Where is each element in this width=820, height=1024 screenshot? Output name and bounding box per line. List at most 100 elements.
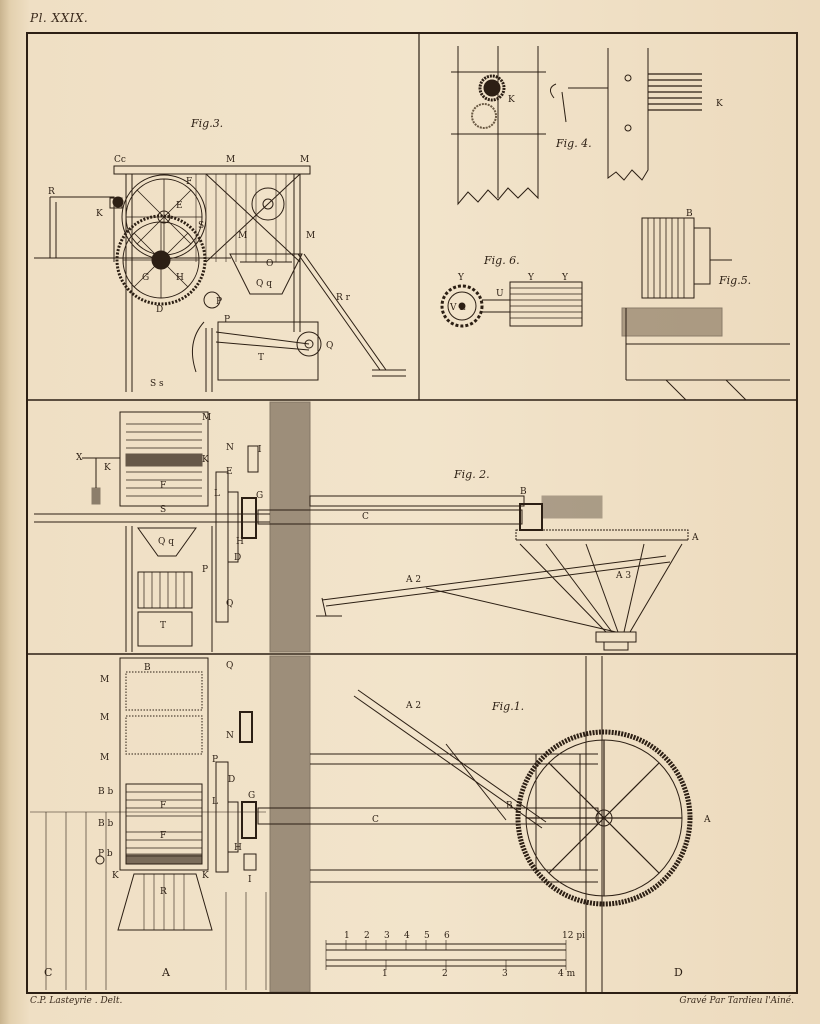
label-K-fig4b: K (716, 99, 723, 109)
label-R: R (48, 187, 55, 197)
label-G-fig2: G (256, 491, 263, 501)
label-Bb-fig1b: B b (98, 819, 113, 829)
scale-pied-6: 6 (444, 931, 450, 941)
label-X: X (76, 453, 83, 463)
label-M3: M (238, 231, 247, 241)
label-A3-fig2: A 3 (615, 571, 631, 581)
scale-pied-1: 1 (344, 931, 350, 941)
label-K-fig1a: K (112, 871, 119, 881)
label-Q-fig1: Q (226, 661, 233, 671)
label-R-fig1: R (160, 887, 167, 897)
label-Y2: Y (527, 273, 535, 283)
label-B-fig1: B (144, 663, 151, 673)
figure-1-labels: Fig.1. B Q M M M N P D L G H I B b B b P… (44, 661, 711, 979)
label-A2-fig1: A 2 (405, 701, 421, 711)
label-Ss: S s (150, 379, 164, 389)
label-E-fig2: E (226, 467, 233, 477)
scale-metre-3: 3 (502, 969, 508, 979)
label-D: D (156, 305, 163, 315)
scale-metre-1: 1 (382, 969, 388, 979)
label-S: S (198, 221, 204, 231)
label-E: E (176, 201, 183, 211)
scale-pied-5: 5 (424, 931, 430, 941)
label-F-fig1a: F (160, 801, 166, 811)
fig5-title: Fig.5. (718, 274, 751, 287)
label-L-fig1: L (212, 797, 218, 807)
figure-4 (451, 46, 702, 206)
engraving: Fig.3. Cc M M F R K E S G H D M M O Q q … (26, 32, 798, 993)
label-I-fig2: I (258, 445, 262, 455)
label-M-fig2: M (202, 413, 211, 423)
label-M2: M (300, 155, 309, 165)
figure-3 (34, 165, 406, 392)
label-I-fig1: I (248, 875, 252, 885)
figure-5 (621, 217, 790, 401)
scale-pied-unit: 12 pi (562, 931, 585, 941)
plate-number: Pl. XXIX. (30, 11, 89, 25)
label-K-fig1b: K (202, 871, 209, 881)
label-P1: P (216, 297, 222, 307)
label-D-corner: D (674, 966, 683, 979)
figure-4-labels: Fig. 4. K K (508, 95, 723, 150)
label-H-fig2: H (236, 537, 244, 547)
label-U: U (496, 289, 504, 299)
credit-draftsman: C.P. Lasteyrie . Delt. (30, 996, 123, 1006)
label-H: H (176, 273, 184, 283)
label-T-fig2: T (160, 621, 166, 631)
label-K-fig4a: K (508, 95, 515, 105)
figure-2 (34, 401, 689, 653)
label-M4: M (306, 231, 315, 241)
fig1-title: Fig.1. (491, 700, 524, 713)
label-K-fig2a: K (104, 463, 111, 473)
label-Bb-fig1a: B b (98, 787, 113, 797)
label-A-fig2: A (691, 533, 699, 543)
label-N-fig2: N (226, 443, 234, 453)
label-A-fig1: A (703, 815, 711, 825)
fig2-title: Fig. 2. (453, 468, 490, 481)
plate-frame (26, 32, 798, 994)
label-C-corner: C (44, 966, 52, 979)
figure-2-labels: Fig. 2. M X K K N I E F L G S H D Q q P … (76, 413, 699, 631)
label-C-fig1: C (372, 815, 379, 825)
figures-5-6-labels: Fig.5. B Fig. 6. Y Y Y U V L (449, 209, 751, 313)
scale-pied-2: 2 (364, 931, 370, 941)
label-Q-fig2: Q (226, 599, 233, 609)
fig6-title: Fig. 6. (483, 254, 520, 267)
label-K-fig2b: K (202, 455, 209, 465)
label-M-fig1b: M (100, 713, 109, 723)
label-H-fig1: H (234, 843, 242, 853)
label-T: T (258, 353, 264, 363)
label-M-fig1c: M (100, 753, 109, 763)
label-G-fig1: G (248, 791, 255, 801)
label-D-fig1: D (228, 775, 235, 785)
label-Rr: R r (336, 293, 351, 303)
label-B-fig5: B (686, 209, 693, 219)
label-M-fig1a: M (100, 675, 109, 685)
label-A-corner: A (161, 966, 171, 979)
label-M1: M (226, 155, 235, 165)
label-Qq: Q q (256, 279, 272, 289)
label-D-fig2: D (234, 553, 241, 563)
label-F: F (186, 177, 192, 187)
label-Qq-fig2: Q q (158, 537, 174, 547)
fig3-title: Fig.3. (190, 117, 223, 130)
scale-labels: 1 2 3 4 5 6 12 pi 1 2 3 4 m (344, 931, 585, 979)
label-P2: P (224, 315, 230, 325)
label-S-fig2: S (160, 505, 166, 515)
figure-1 (30, 655, 693, 993)
label-A2-fig2: A 2 (405, 575, 421, 585)
figure-6 (440, 281, 583, 328)
label-K: K (96, 209, 103, 219)
label-F-fig1b: F (160, 831, 166, 841)
label-VL: V L (449, 303, 465, 313)
scale-pied-3: 3 (384, 931, 390, 941)
label-G: G (142, 273, 149, 283)
label-L-fig2: L (214, 489, 220, 499)
label-Y3: Y (561, 273, 569, 283)
label-Pb-fig1: P b (98, 849, 113, 859)
scale-metre-2: 2 (442, 969, 448, 979)
label-N-fig1: N (226, 731, 234, 741)
label-B-fig1b: B (506, 801, 513, 811)
scale-pied-4: 4 (404, 931, 410, 941)
scale-metre-unit: 4 m (558, 969, 576, 979)
